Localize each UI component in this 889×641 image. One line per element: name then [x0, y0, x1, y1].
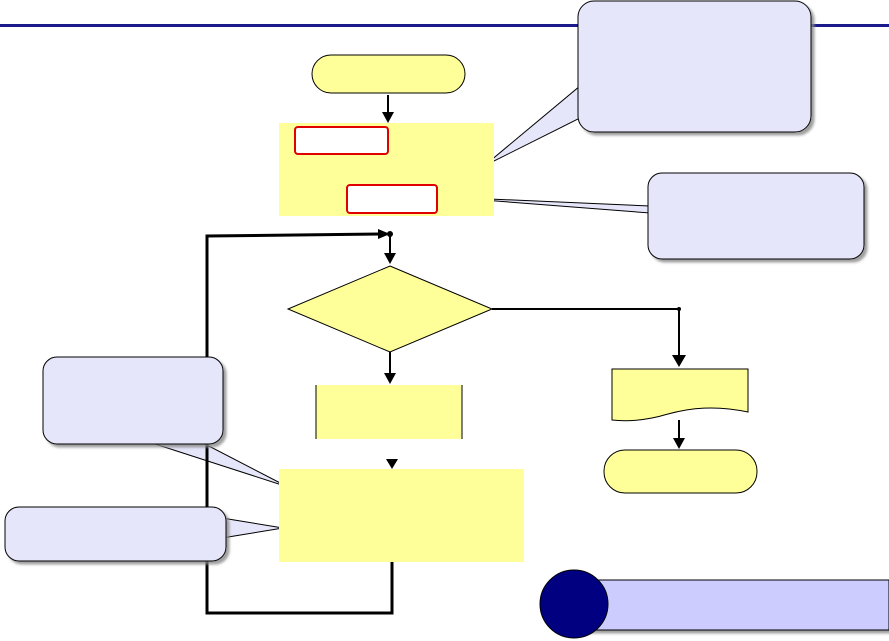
header-rule [0, 24, 889, 27]
loop-body-block [316, 385, 462, 439]
output-document [611, 368, 749, 422]
callout-mid-right [647, 172, 865, 260]
init-highlight-bottom [346, 184, 438, 214]
loop-back-edge [205, 232, 394, 615]
edge-condition-exit [492, 308, 680, 357]
junction-dot [387, 231, 393, 237]
update-block [279, 469, 524, 562]
condition-diamond [286, 265, 494, 353]
arrow-body-to-update [386, 459, 398, 469]
init-highlight-top [294, 126, 389, 155]
start-terminator [311, 54, 466, 94]
callout-left-lower-pointer [221, 517, 284, 539]
arrow-junction-to-condition [384, 253, 396, 264]
callout-left-upper-pointer [154, 443, 289, 488]
exit-corner-dot [677, 307, 681, 311]
badge-circle [539, 569, 609, 639]
callout-top-right [577, 0, 812, 133]
arrow-output-to-end [673, 438, 685, 449]
end-terminator [603, 449, 758, 494]
callout-left-upper [42, 356, 224, 445]
arrow-condition-to-body [384, 373, 396, 384]
callout-left-lower [4, 506, 227, 562]
badge-note-bar [574, 579, 889, 631]
loop-back-arrowhead [378, 229, 390, 239]
arrow-start-to-init [382, 112, 394, 123]
arrow-exit-to-output [672, 355, 686, 367]
callout-top-right-pointer [483, 84, 581, 167]
